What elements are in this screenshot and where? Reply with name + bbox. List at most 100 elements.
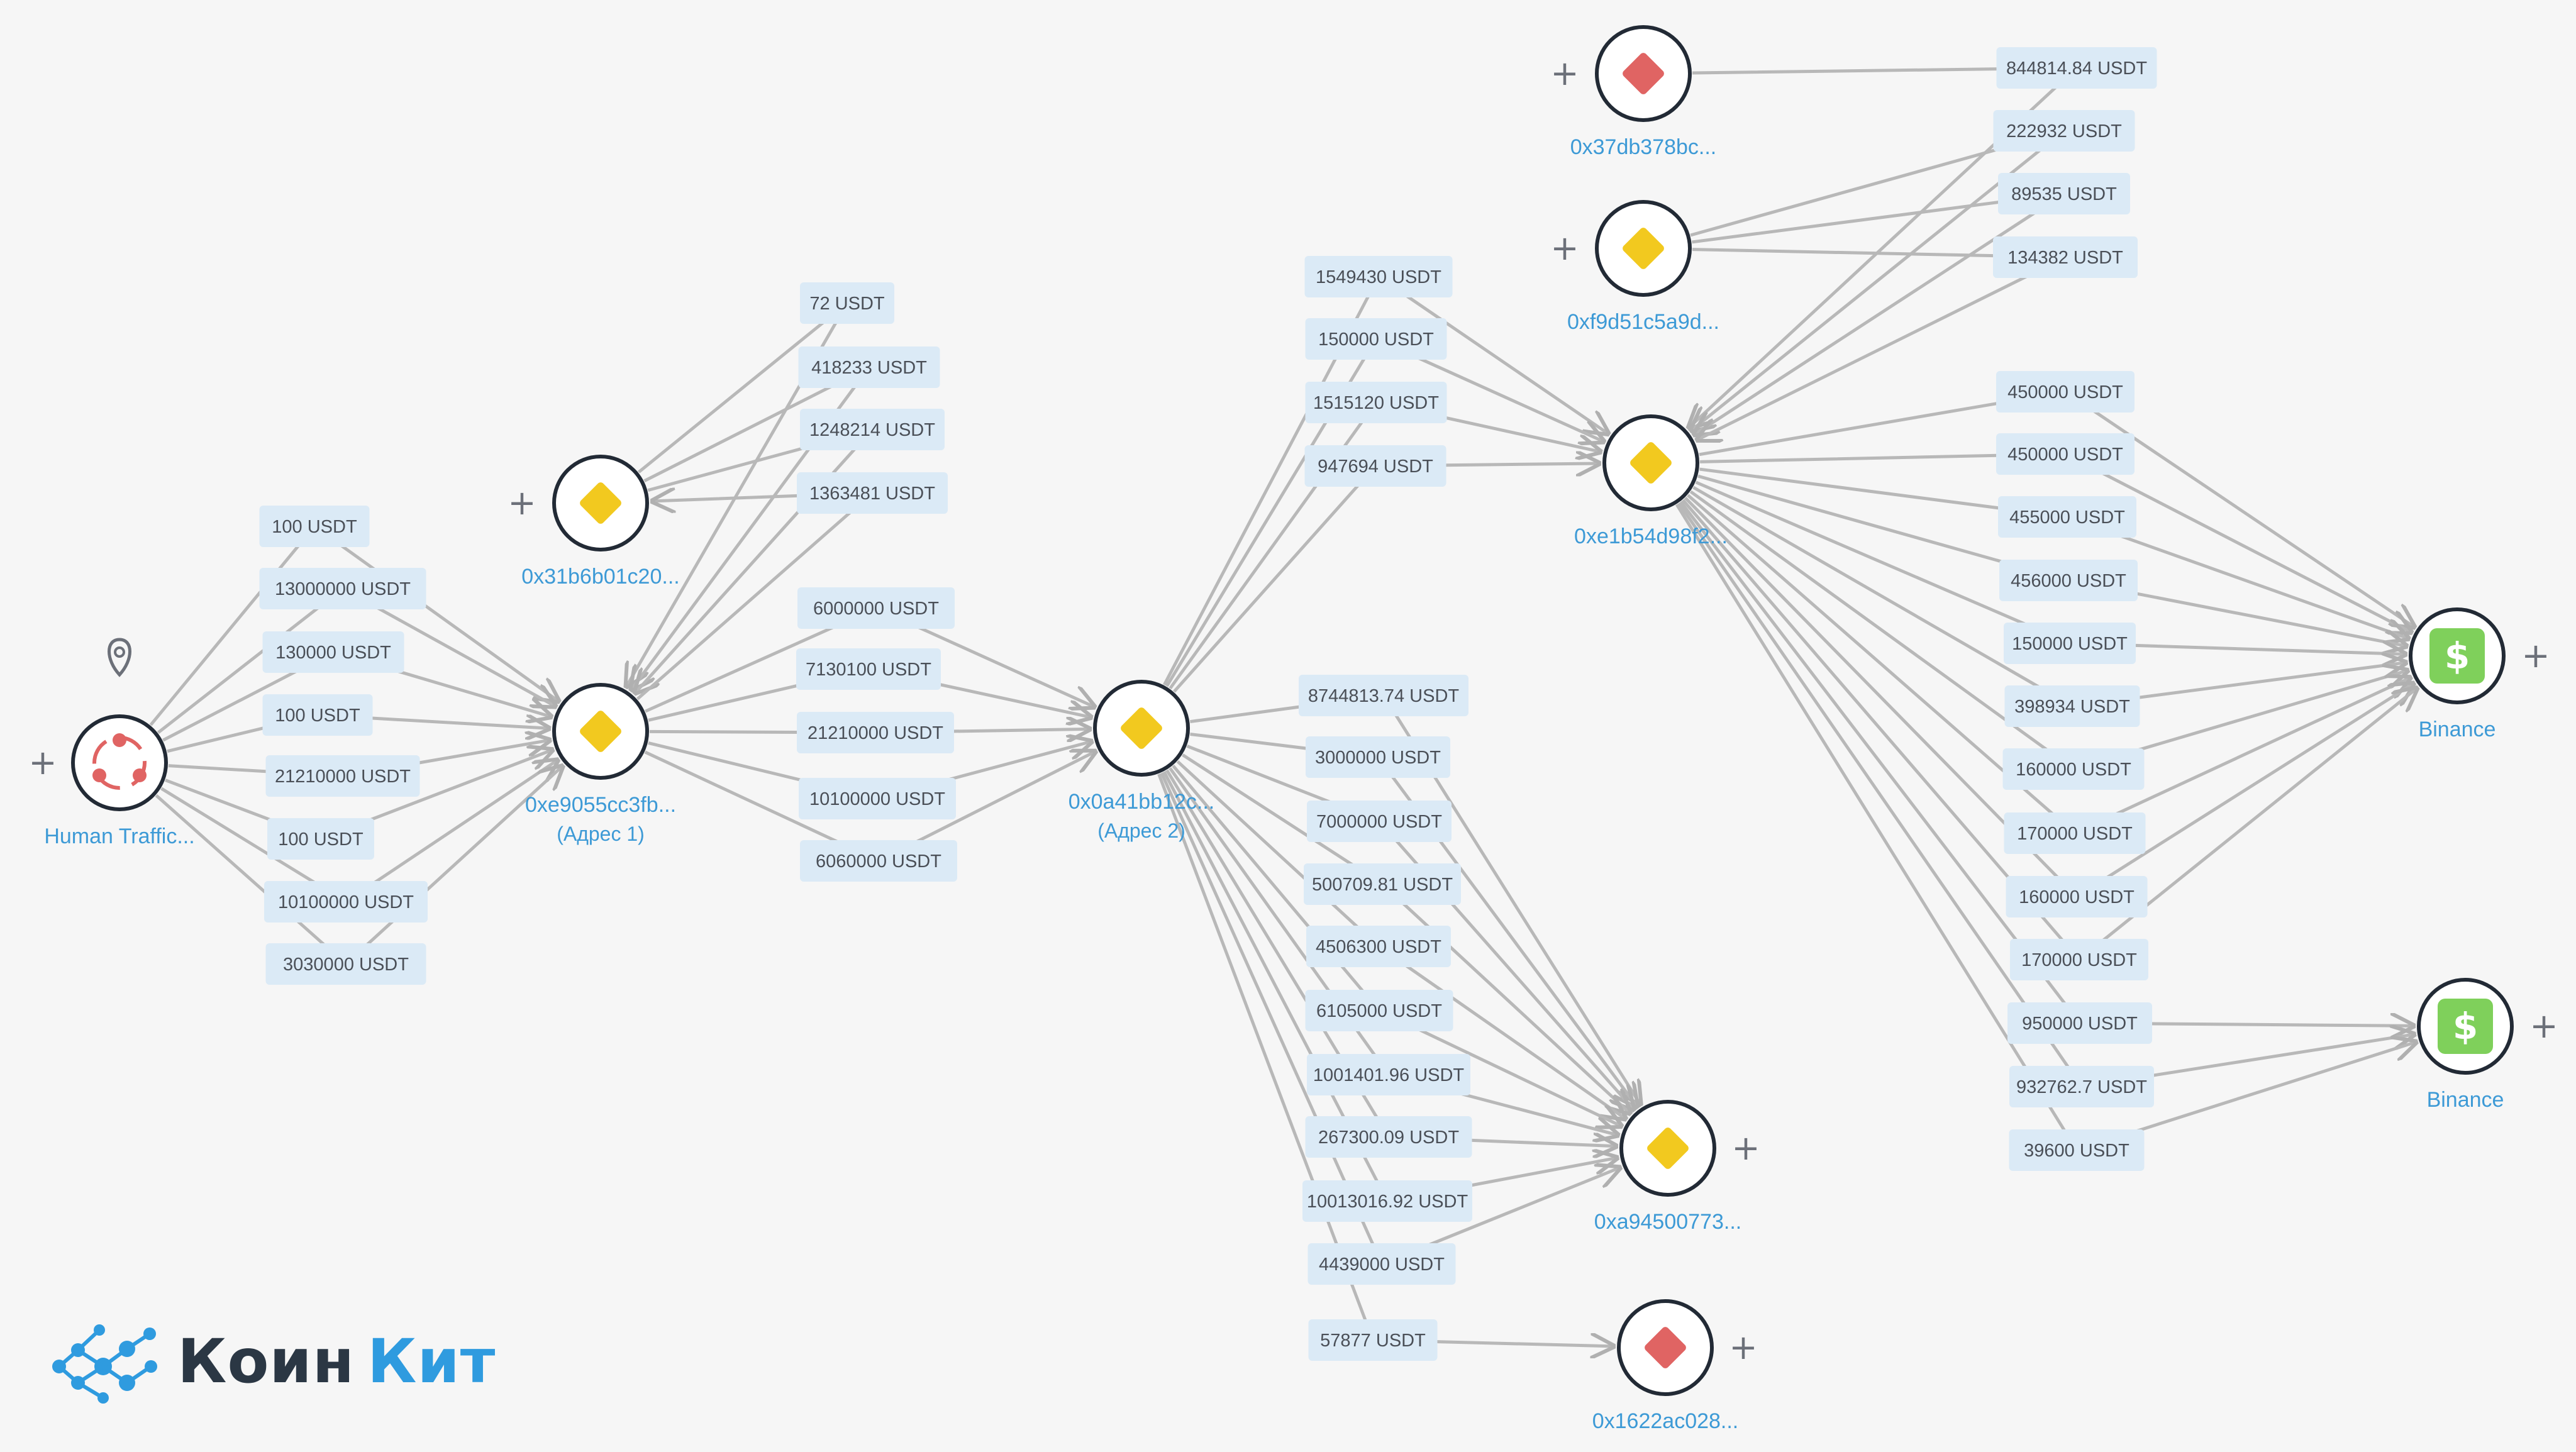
amount-label[interactable]: 1248214 USDT bbox=[800, 409, 945, 450]
amount-label[interactable]: 6000000 USDT bbox=[797, 587, 955, 629]
amount-label[interactable]: 134382 USDT bbox=[1993, 236, 2138, 278]
amount-label[interactable]: 89535 USDT bbox=[1998, 173, 2130, 214]
amount-label[interactable]: 950000 USDT bbox=[2007, 1002, 2152, 1044]
amount-label[interactable]: 150000 USDT bbox=[2004, 623, 2136, 664]
amount-label-text: 398934 USDT bbox=[2014, 697, 2130, 717]
node-circle[interactable] bbox=[71, 714, 168, 811]
node-address-label[interactable]: 0xe1b54d98f2... bbox=[1574, 524, 1728, 548]
amount-label[interactable]: 267300.09 USDT bbox=[1305, 1116, 1472, 1158]
amount-label[interactable]: 170000 USDT bbox=[2010, 939, 2148, 980]
expand-plus-button[interactable]: + bbox=[508, 483, 536, 523]
amount-label[interactable]: 7130100 USDT bbox=[796, 648, 941, 690]
amount-label[interactable]: 10100000 USDT bbox=[799, 778, 956, 819]
amount-label[interactable]: 10100000 USDT bbox=[264, 881, 428, 923]
amount-label[interactable]: 130000 USDT bbox=[262, 631, 404, 673]
node-address-label[interactable]: 0xa94500773... bbox=[1594, 1210, 1741, 1234]
amount-label[interactable]: 21210000 USDT bbox=[265, 755, 420, 797]
amount-label[interactable]: 7000000 USDT bbox=[1307, 801, 1452, 842]
amount-label[interactable]: 21210000 USDT bbox=[797, 712, 954, 753]
amount-label[interactable]: 100 USDT bbox=[259, 506, 370, 547]
amount-label[interactable]: 6060000 USDT bbox=[800, 840, 957, 882]
amount-label[interactable]: 450000 USDT bbox=[1996, 433, 2135, 475]
amount-label-box bbox=[1306, 736, 1450, 778]
amount-label[interactable]: 844814.84 USDT bbox=[1996, 47, 2157, 89]
node-address-label[interactable]: 0xf9d51c5a9d... bbox=[1567, 310, 1719, 334]
amount-label[interactable]: 8744813.74 USDT bbox=[1299, 675, 1468, 716]
node-ae1[interactable]: 0xe1b54d98f2... bbox=[1574, 414, 1728, 548]
amount-label[interactable]: 39600 USDT bbox=[2009, 1129, 2145, 1171]
amount-label-box bbox=[2004, 623, 2136, 664]
amount-label[interactable]: 6105000 USDT bbox=[1305, 990, 1453, 1031]
node-address-label[interactable]: Binance bbox=[2419, 718, 2496, 741]
amount-label-text: 3030000 USDT bbox=[283, 955, 409, 975]
amount-label[interactable]: 932762.7 USDT bbox=[2009, 1066, 2154, 1107]
node-address-label[interactable]: 0x0a41bb12c... bbox=[1069, 790, 1215, 814]
amount-label[interactable]: 500709.81 USDT bbox=[1304, 863, 1461, 905]
node-ht[interactable]: Human Traffic... bbox=[44, 714, 195, 848]
node-layer: Human Traffic... +0xe9055cc3fb...(Адрес 1… bbox=[28, 25, 2558, 1433]
amount-label[interactable]: 57877 USDT bbox=[1308, 1319, 1438, 1361]
amount-label[interactable]: 160000 USDT bbox=[2006, 876, 2148, 917]
amount-label[interactable]: 455000 USDT bbox=[1998, 496, 2136, 538]
node-address-label[interactable]: 0x31b6b01c20... bbox=[521, 565, 679, 589]
amount-label[interactable]: 456000 USDT bbox=[1999, 560, 2138, 601]
amount-label[interactable]: 170000 USDT bbox=[2004, 812, 2146, 854]
amount-label[interactable]: 72 USDT bbox=[800, 282, 894, 324]
amount-label-box bbox=[1304, 863, 1461, 905]
amount-label[interactable]: 398934 USDT bbox=[2004, 685, 2140, 727]
amount-label[interactable]: 4506300 USDT bbox=[1306, 926, 1451, 967]
expand-plus-button[interactable]: + bbox=[1731, 1128, 1760, 1168]
expand-plus-button[interactable]: + bbox=[1550, 53, 1579, 93]
node-a31[interactable]: 0x31b6b01c20... bbox=[521, 455, 680, 589]
amount-label[interactable]: 1515120 USDT bbox=[1305, 382, 1447, 423]
amount-label[interactable]: 450000 USDT bbox=[1996, 371, 2135, 413]
amount-label[interactable]: 13000000 USDT bbox=[259, 568, 426, 609]
node-bn2[interactable]: $Binance bbox=[2417, 978, 2514, 1112]
amount-label-box bbox=[262, 694, 373, 736]
amount-label[interactable]: 1549430 USDT bbox=[1304, 256, 1453, 297]
amount-label-box bbox=[1305, 318, 1447, 360]
node-aa9[interactable]: 0xa94500773... bbox=[1594, 1100, 1741, 1234]
amount-label-text: 844814.84 USDT bbox=[2006, 58, 2147, 79]
amount-label[interactable]: 10013016.92 USDT bbox=[1302, 1180, 1472, 1222]
amount-label-text: 57877 USDT bbox=[1320, 1331, 1426, 1351]
node-a37[interactable]: 0x37db378bc... bbox=[1570, 25, 1717, 159]
amount-label-box bbox=[1307, 801, 1452, 842]
amount-label[interactable]: 222932 USDT bbox=[1993, 110, 2135, 152]
amount-label[interactable]: 150000 USDT bbox=[1305, 318, 1447, 360]
amount-label[interactable]: 160000 USDT bbox=[2002, 748, 2145, 790]
amount-label-text: 1549430 USDT bbox=[1316, 267, 1441, 287]
node-a2[interactable]: 0x0a41bb12c...(Адрес 2) bbox=[1069, 680, 1215, 842]
amount-label-text: 170000 USDT bbox=[2017, 824, 2133, 844]
amount-label[interactable]: 3000000 USDT bbox=[1306, 736, 1450, 778]
amount-label[interactable]: 1363481 USDT bbox=[797, 472, 948, 514]
node-address-label[interactable]: 0x37db378bc... bbox=[1570, 135, 1717, 159]
amount-label-box bbox=[265, 943, 426, 985]
amount-label[interactable]: 1001401.96 USDT bbox=[1307, 1054, 1470, 1095]
node-bn1[interactable]: $Binance bbox=[2409, 607, 2506, 741]
node-a16[interactable]: 0x1622ac028... bbox=[1592, 1299, 1739, 1433]
node-address-label[interactable]: 0xe9055cc3fb... bbox=[525, 793, 676, 817]
node-af9[interactable]: 0xf9d51c5a9d... bbox=[1567, 200, 1719, 334]
expand-plus-button[interactable]: + bbox=[28, 743, 57, 782]
amount-label[interactable]: 947694 USDT bbox=[1304, 445, 1446, 487]
amount-label[interactable]: 100 USDT bbox=[262, 694, 373, 736]
node-a1[interactable]: 0xe9055cc3fb...(Адрес 1) bbox=[525, 683, 676, 845]
expand-plus-button[interactable]: + bbox=[1550, 228, 1579, 268]
amount-label[interactable]: 100 USDT bbox=[267, 818, 374, 860]
node-address-label[interactable]: 0x1622ac028... bbox=[1592, 1409, 1739, 1433]
node-address-label[interactable]: Binance bbox=[2427, 1088, 2504, 1112]
wallet-diamond-icon bbox=[1647, 1128, 1689, 1169]
expand-plus-button[interactable]: + bbox=[1729, 1327, 1757, 1367]
node-address-label[interactable]: Human Traffic... bbox=[44, 824, 194, 848]
logo-text-part2: Кит bbox=[367, 1326, 496, 1397]
amount-label-text: 150000 USDT bbox=[1318, 330, 1434, 350]
amount-label-text: 500709.81 USDT bbox=[1312, 875, 1453, 895]
amount-label[interactable]: 418233 USDT bbox=[798, 346, 940, 388]
amount-label-box bbox=[1299, 675, 1468, 716]
expand-plus-button[interactable]: + bbox=[2529, 1006, 2558, 1046]
amount-label[interactable]: 3030000 USDT bbox=[265, 943, 426, 985]
expand-plus-button[interactable]: + bbox=[2521, 636, 2550, 675]
amount-label[interactable]: 4439000 USDT bbox=[1307, 1243, 1456, 1285]
